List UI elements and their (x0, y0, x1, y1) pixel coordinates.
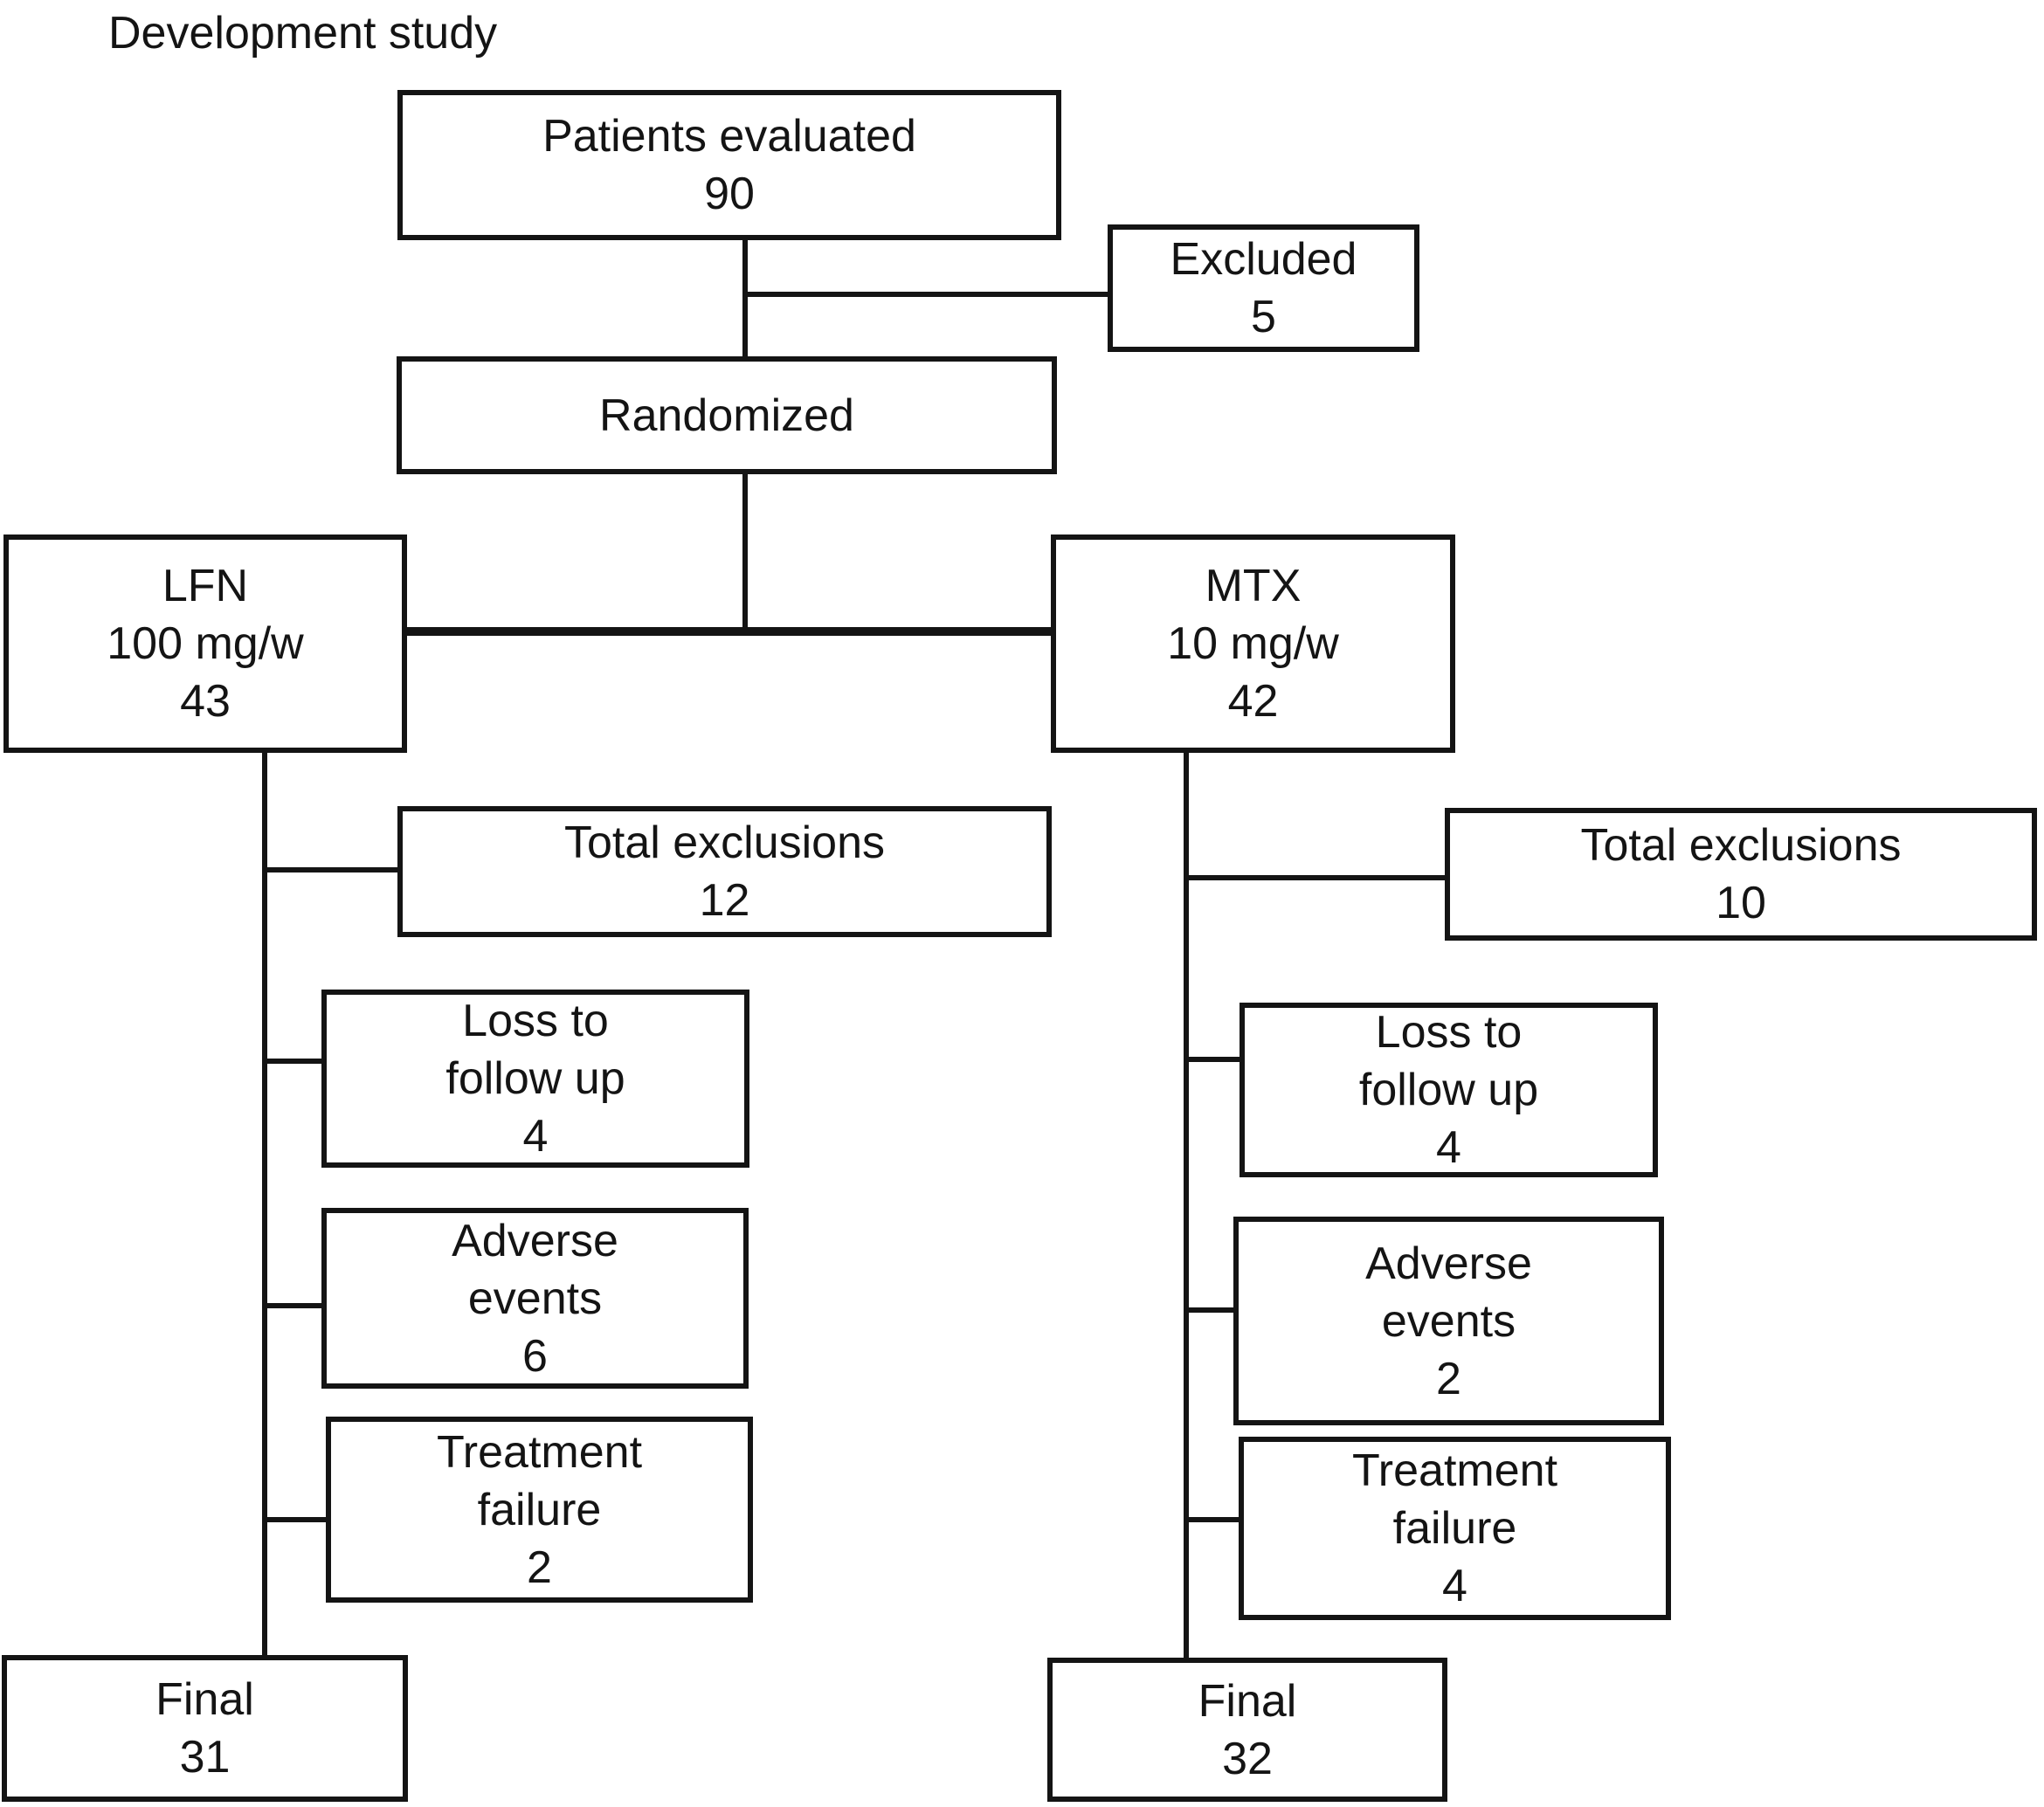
node-treatment-failure-lfn: Treatment failure 2 (326, 1417, 753, 1603)
node-label2: failure (1392, 1503, 1517, 1554)
connector-mtx-trunk (1184, 751, 1189, 1658)
node-label2: follow up (1358, 1065, 1539, 1115)
node-mtx-arm: MTX 10 mg/w 42 (1051, 535, 1455, 753)
node-count: 2 (527, 1541, 552, 1593)
node-label2: failure (477, 1484, 602, 1535)
node-label: Patients evaluated (542, 111, 916, 162)
node-final-lfn: Final 31 (2, 1655, 408, 1802)
node-count: 10 (1716, 878, 1766, 928)
node-loss-follow-up-lfn: Loss to follow up 4 (321, 990, 749, 1168)
node-treatment-failure-mtx: Treatment failure 4 (1239, 1437, 1671, 1620)
node-label: LFN (162, 561, 249, 611)
node-count: 5 (1251, 292, 1276, 342)
node-count: 31 (179, 1732, 231, 1783)
node-label: Final (155, 1674, 254, 1725)
node-lfn-arm: LFN 100 mg/w 43 (3, 535, 407, 753)
node-label: Loss to (1375, 1007, 1523, 1058)
node-count: 6 (522, 1330, 548, 1382)
node-total-exclusions-lfn: Total exclusions 12 (397, 806, 1052, 937)
node-label: Total exclusions (563, 817, 886, 868)
connector-lfn-adverse-events (262, 1303, 321, 1308)
connector-mtx-adverse-events (1184, 1307, 1233, 1313)
node-randomized: Randomized (397, 356, 1057, 474)
node-label2: events (1381, 1295, 1516, 1347)
node-count: 43 (180, 676, 231, 727)
node-count: 4 (522, 1111, 549, 1162)
diagram-title: Development study (108, 8, 498, 59)
node-count: 42 (1227, 676, 1279, 727)
node-final-mtx: Final 32 (1047, 1658, 1447, 1802)
node-label: Final (1198, 1675, 1297, 1727)
node-count: 2 (1436, 1353, 1461, 1404)
node-label: Loss to (462, 996, 609, 1046)
connector-lfn-treatment-failure (262, 1517, 326, 1522)
node-dose: 100 mg/w (107, 618, 304, 669)
connector-lfn-total-exclusions (262, 867, 397, 872)
connector-mtx-loss-follow-up (1184, 1057, 1240, 1062)
node-label: Treatment (436, 1426, 643, 1478)
connector-to-excluded (745, 292, 1108, 297)
node-excluded: Excluded 5 (1108, 224, 1419, 352)
connector-patients-to-randomized (742, 240, 748, 358)
node-adverse-events-mtx: Adverse events 2 (1233, 1217, 1664, 1425)
node-dose: 10 mg/w (1167, 618, 1339, 669)
node-label: Excluded (1170, 234, 1357, 285)
node-label: MTX (1205, 561, 1302, 611)
node-label: Treatment (1351, 1445, 1558, 1496)
connector-arms-crossbar (407, 627, 1051, 636)
node-label: Adverse (452, 1215, 618, 1266)
node-label: Randomized (599, 390, 854, 441)
node-count: 90 (704, 169, 755, 219)
connector-lfn-loss-follow-up (262, 1059, 321, 1064)
node-adverse-events-lfn: Adverse events 6 (321, 1208, 749, 1389)
node-label2: follow up (445, 1053, 625, 1104)
node-count: 4 (1436, 1122, 1461, 1173)
node-total-exclusions-mtx: Total exclusions 10 (1445, 808, 2037, 941)
node-count: 12 (699, 875, 750, 926)
node-patients-evaluated: Patients evaluated 90 (397, 90, 1061, 240)
node-label: Total exclusions (1580, 820, 1902, 871)
node-label2: events (467, 1272, 603, 1324)
node-count: 32 (1222, 1733, 1273, 1784)
connector-lfn-trunk (262, 751, 267, 1655)
node-label: Adverse (1365, 1238, 1532, 1289)
node-loss-follow-up-mtx: Loss to follow up 4 (1240, 1003, 1658, 1177)
connector-mtx-total-exclusions (1184, 875, 1445, 880)
connector-randomized-down (742, 474, 748, 632)
node-count: 4 (1442, 1561, 1467, 1611)
connector-mtx-treatment-failure (1184, 1517, 1239, 1522)
